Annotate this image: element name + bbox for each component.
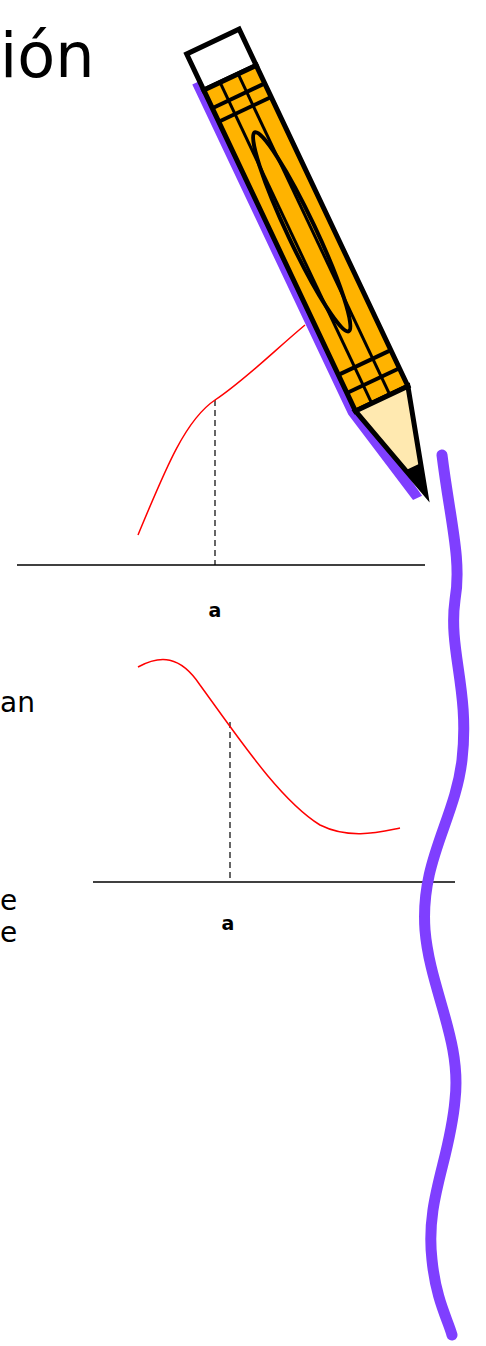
axis-label: a [222, 913, 235, 934]
dashed-line [229, 722, 230, 882]
text-fragment: an [0, 688, 35, 719]
wavy-border [425, 455, 464, 1335]
dashed-line [214, 400, 215, 565]
text-fragment: e [0, 886, 17, 917]
pencil-icon [179, 29, 452, 509]
function-curve [138, 325, 305, 535]
text-fragment: e [0, 918, 17, 949]
x-axis [93, 881, 455, 883]
title-fragment: ión [0, 22, 94, 90]
x-axis [17, 564, 425, 566]
function-curve [138, 660, 400, 834]
axis-label: a [209, 600, 222, 621]
